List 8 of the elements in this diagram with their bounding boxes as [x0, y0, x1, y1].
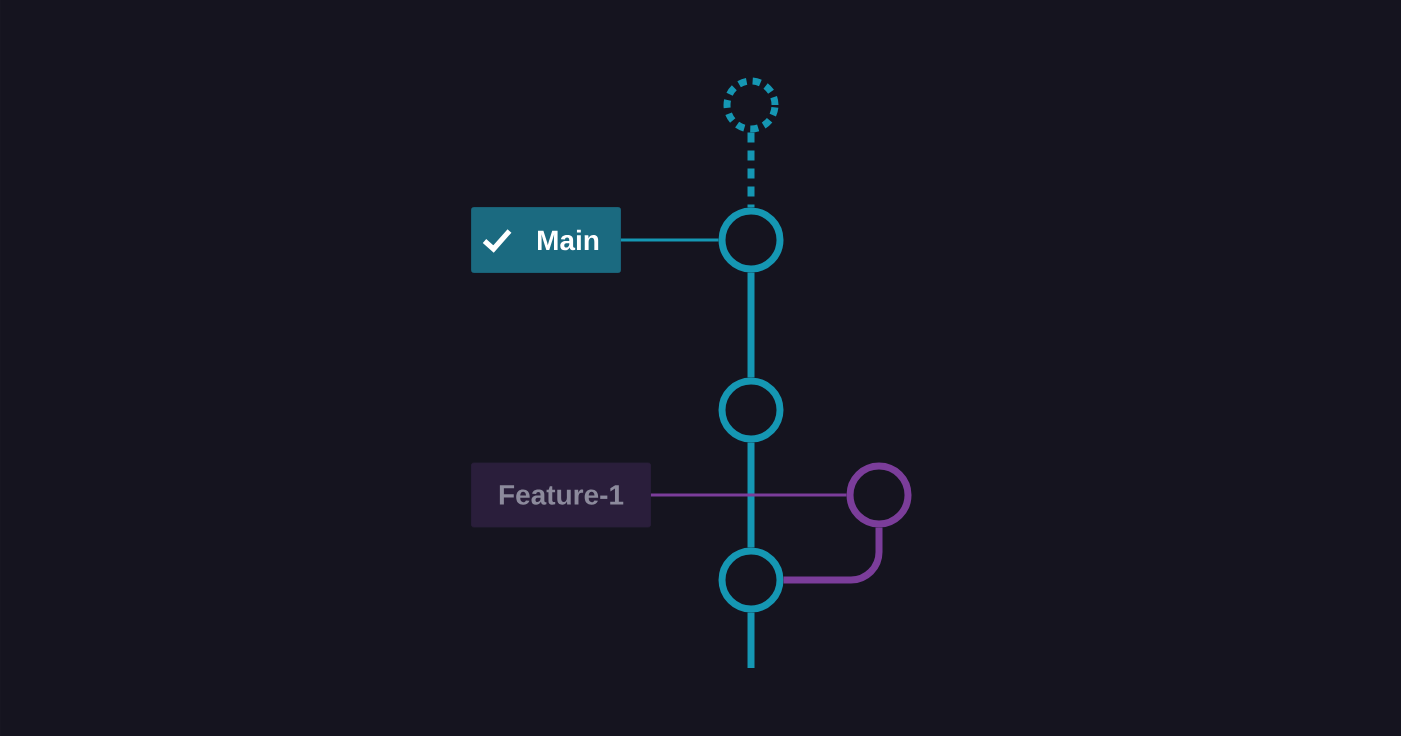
commit-circle [718, 547, 784, 613]
branch-label: Main [471, 207, 621, 273]
commit-circle [718, 377, 784, 443]
merge-line [783, 527, 883, 584]
branch-label: Feature-1 [471, 462, 651, 528]
commit-circle [846, 462, 912, 528]
placeholder-commit-circle [723, 77, 779, 133]
commit-circle [718, 207, 784, 273]
